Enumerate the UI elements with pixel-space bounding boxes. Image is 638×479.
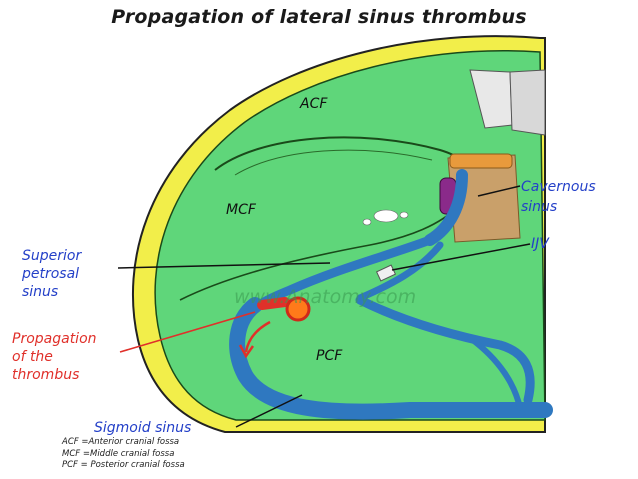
foramen-small [362, 218, 372, 226]
pointer-cavernous [477, 185, 521, 197]
thrombus-red-segment [257, 297, 290, 310]
label-superior-line2: petrosal [21, 266, 79, 282]
sinus-system [229, 169, 553, 420]
diagram-title: Propagation of lateral sinus thrombus [111, 6, 527, 28]
label-propagation-line1: Propagation [12, 331, 97, 347]
thrombus-clot [285, 296, 311, 322]
label-sigmoid: Sigmoid sinus [94, 420, 191, 436]
label-cavernous-line2: sinus [521, 199, 557, 215]
label-superior-line1: Superior [22, 248, 82, 264]
key-acf: ACF =Anterior cranial fossa [62, 437, 180, 447]
abbreviation-key: ACF =Anterior cranial fossa MCF =Middle … [62, 437, 185, 472]
petrous-ridge [179, 204, 461, 301]
midline-bone [509, 69, 546, 136]
label-ijv: IJV [531, 236, 550, 252]
cavernous-vessel [424, 169, 468, 246]
pointer-superior-petrosal [117, 262, 331, 269]
key-mcf: MCF =Middle cranial fossa [62, 448, 175, 459]
pointer-propagation [119, 311, 256, 353]
foramen-ovale [373, 209, 399, 223]
sigmoid-sinus-vessel [229, 297, 553, 420]
label-cavernous-line1: Cavernous [521, 179, 596, 195]
label-propagation-line2: of the [12, 349, 53, 365]
sphenoid-ridge-inner [234, 149, 433, 176]
pointer-ijv [391, 243, 531, 271]
pointer-sigmoid [235, 394, 303, 428]
label-superior-line3: sinus [22, 284, 58, 300]
region-label-pcf: PCF [316, 348, 343, 364]
propagation-arrow [244, 320, 271, 353]
label-propagation-line3: thrombus [12, 367, 79, 383]
foramen-spinosum [399, 211, 409, 219]
lower-right-vessel [467, 335, 523, 411]
key-pcf: PCF = Posterior cranial fossa [62, 460, 185, 470]
fossa-area [154, 50, 546, 421]
propagation-arrowhead [238, 344, 255, 359]
inferior-petrosal-vessel [356, 241, 444, 302]
region-label-acf: ACF [299, 96, 328, 112]
region-label-mcf: MCF [226, 202, 257, 218]
occipital-sinus-vessel [355, 295, 535, 405]
cavernous-top-band [449, 153, 513, 169]
watermark: www.Anatomy.com [234, 286, 416, 308]
